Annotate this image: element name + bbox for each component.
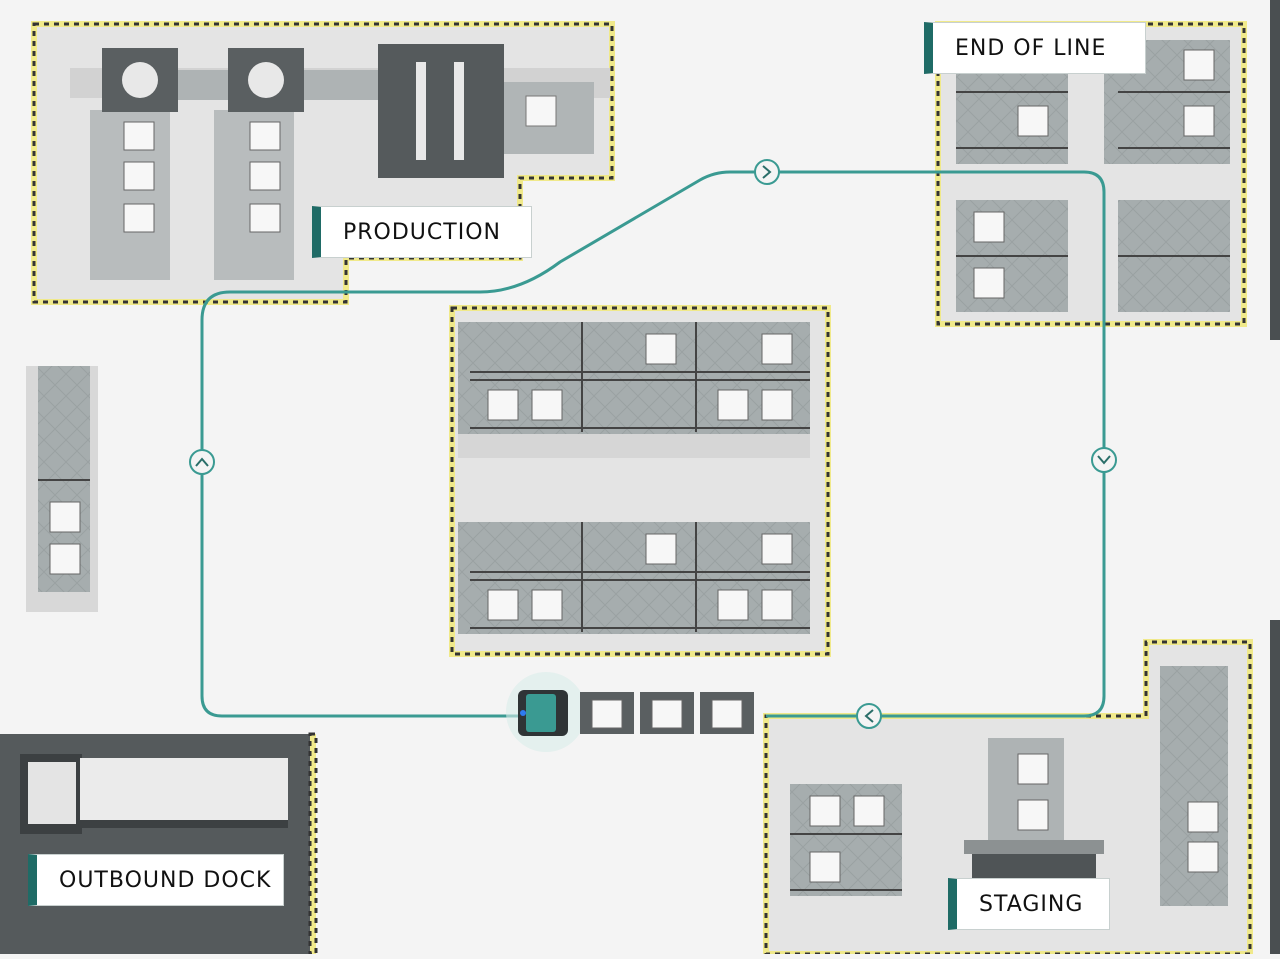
central-storage-zone	[449, 305, 831, 657]
agv-vehicle	[518, 690, 568, 736]
side-rack	[26, 366, 98, 612]
machine-2	[228, 48, 304, 112]
chevron-down-icon	[1091, 447, 1117, 473]
agv-route	[189, 159, 1117, 729]
agv-cart	[700, 692, 754, 734]
agv-cart	[640, 692, 694, 734]
end-of-line-label: END OF LINE	[924, 22, 1146, 74]
agv-tugger-train	[506, 672, 754, 752]
chevron-up-icon	[189, 449, 215, 475]
production-label: PRODUCTION	[312, 206, 532, 258]
production-zone	[31, 21, 615, 305]
machine-1	[102, 48, 178, 112]
chevron-right-icon	[754, 159, 780, 185]
truck	[20, 754, 288, 834]
agv-cart	[580, 692, 634, 734]
outbound-dock-label: OUTBOUND DOCK	[28, 854, 284, 906]
outbound-dock-zone	[0, 732, 318, 956]
staging-label: STAGING	[948, 878, 1110, 930]
staging-zone	[763, 620, 1280, 957]
chevron-left-icon	[856, 703, 882, 729]
press-machine	[378, 44, 504, 178]
